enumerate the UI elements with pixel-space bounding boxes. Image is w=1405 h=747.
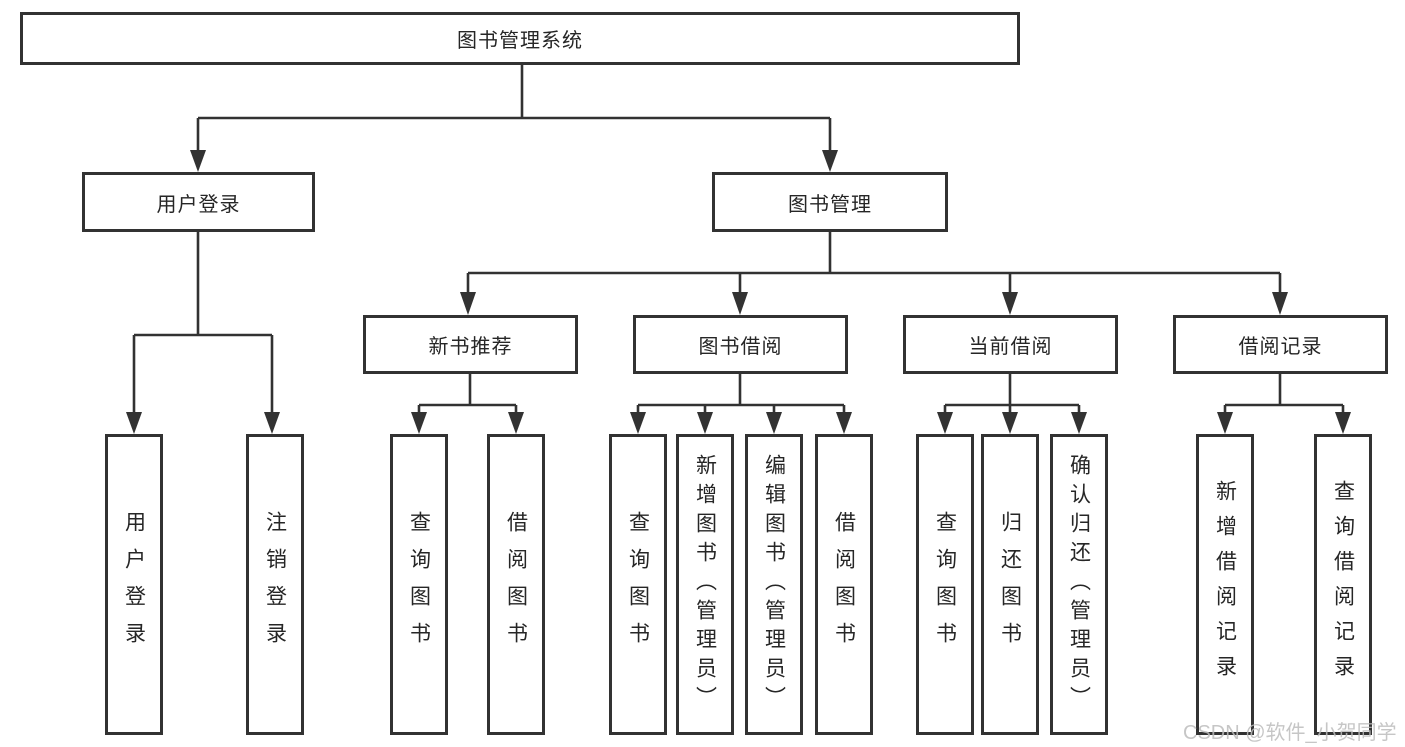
node-label: 查询借阅记录 [1331,479,1355,690]
node-system-root: 图书管理系统 [20,12,1020,65]
node-book-borrowing: 图书借阅 [633,315,848,374]
leaf-query-books: 查询图书 [916,434,974,735]
node-label: 图书管理 [788,193,872,216]
node-new-book-recommend: 新书推荐 [363,315,578,374]
leaf-add-books-admin: 新增图书（管理员） [676,434,734,735]
node-label: 编辑图书（管理员） [762,454,786,715]
node-label: 确认归还（管理员） [1067,454,1091,715]
arrowhead-nb-borrow [508,412,524,434]
csdn-watermark: CSDN @软件_小贺同学 [1183,722,1397,744]
node-label: 新增借阅记录 [1213,479,1237,690]
arrowhead-book-mgmt [822,150,838,172]
leaf-user-login: 用户登录 [105,434,163,735]
arrowhead-bb-borrow [836,412,852,434]
arrowhead-records [1272,292,1288,315]
node-label: 新书推荐 [428,336,513,358]
node-label: 注销登录 [263,510,287,659]
node-user-login-branch: 用户登录 [82,172,315,232]
leaf-borrow-books: 借阅图书 [487,434,545,735]
arrowhead-logout [264,412,280,434]
arrowhead-current [1002,292,1018,315]
arrowhead-login [126,412,142,434]
arrowhead-bb-query [630,412,646,434]
node-label: 查询图书 [933,510,957,659]
leaf-query-borrow-record: 查询借阅记录 [1314,434,1372,735]
node-borrowing-records: 借阅记录 [1173,315,1388,374]
node-book-management-branch: 图书管理 [712,172,948,232]
leaf-query-books: 查询图书 [390,434,448,735]
arrowhead-bb-add [697,412,713,434]
arrowhead-bookborrow [732,292,748,315]
node-label: 借阅图书 [832,510,856,659]
node-label: 图书管理系统 [457,30,583,52]
arrowhead-nb-query [411,412,427,434]
arrowhead-newbook [460,292,476,315]
arrowhead-cur-query [937,412,953,434]
node-label: 借阅图书 [504,510,528,659]
node-label: 用户登录 [156,193,241,216]
node-label: 查询图书 [626,510,650,659]
arrowhead-user-login [190,150,206,172]
leaf-borrow-books: 借阅图书 [815,434,873,735]
node-label: 用户登录 [122,510,146,659]
arrowhead-rec-query [1335,412,1351,434]
leaf-logout: 注销登录 [246,434,304,735]
leaf-edit-books-admin: 编辑图书（管理员） [745,434,803,735]
node-label: 新增图书（管理员） [693,454,717,715]
node-current-borrowing: 当前借阅 [903,315,1118,374]
leaf-return-books: 归还图书 [981,434,1039,735]
node-label: 借阅记录 [1238,336,1323,358]
leaf-add-borrow-record: 新增借阅记录 [1196,434,1254,735]
node-label: 图书借阅 [698,336,783,358]
node-label: 查询图书 [407,510,431,659]
arrowhead-bb-edit [766,412,782,434]
leaf-query-books: 查询图书 [609,434,667,735]
arrowhead-cur-confirm [1071,412,1087,434]
node-label: 归还图书 [998,510,1022,659]
arrowhead-cur-return [1002,412,1018,434]
node-label: 当前借阅 [968,336,1053,358]
leaf-confirm-return-admin: 确认归还（管理员） [1050,434,1108,735]
arrowhead-rec-add [1217,412,1233,434]
